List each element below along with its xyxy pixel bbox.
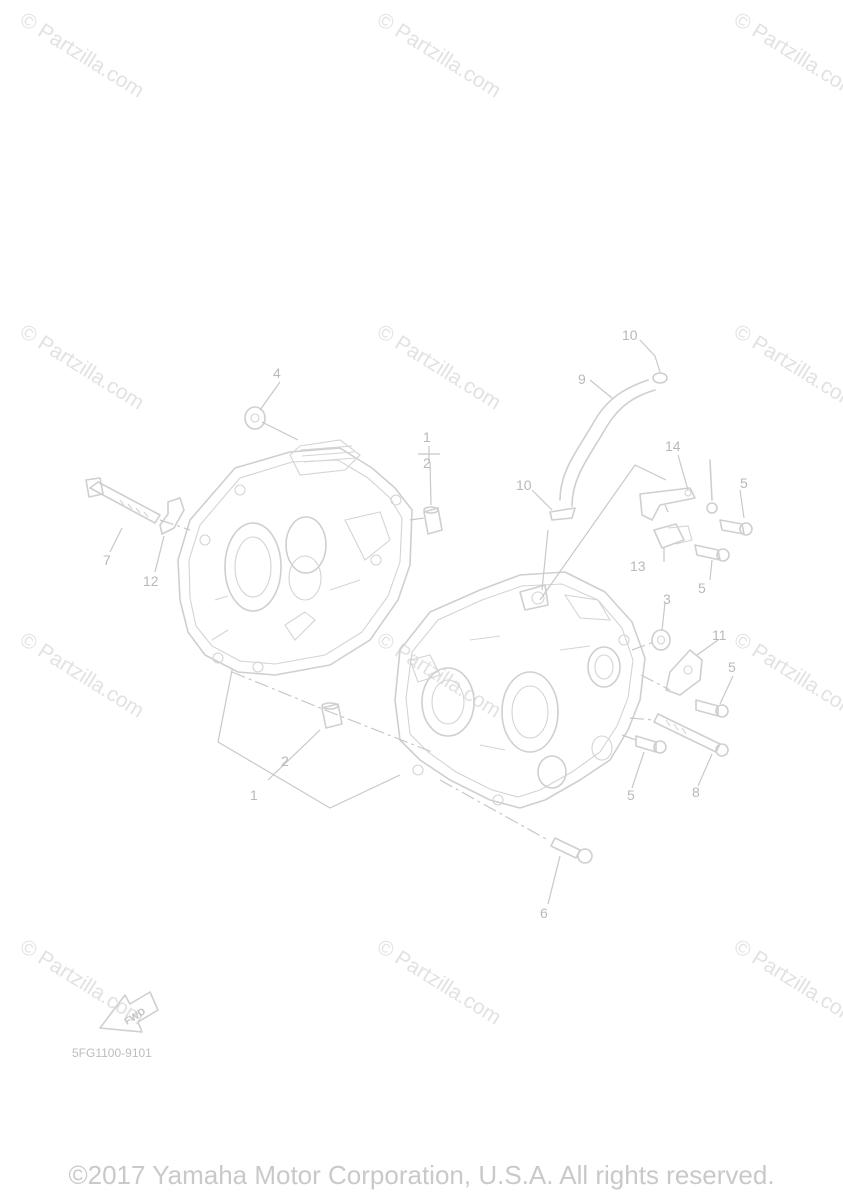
leader-lines <box>109 339 745 905</box>
breather-hose <box>559 379 656 507</box>
callout-10: 10 <box>622 327 638 343</box>
callout-7: 7 <box>103 552 111 568</box>
wire-lead <box>706 459 718 514</box>
bolt <box>719 519 753 536</box>
fwd-label: FWD <box>123 1006 148 1027</box>
callout-9: 9 <box>578 371 586 387</box>
hose-clip <box>549 507 576 521</box>
assembly-lines <box>159 517 671 841</box>
washer <box>244 406 266 430</box>
bolt <box>85 477 161 524</box>
hose-clip <box>652 372 668 384</box>
fwd-arrow-icon: FWD <box>99 991 159 1033</box>
callout-1: 1 <box>250 787 258 803</box>
part-code: 5FG1100-9101 <box>72 1046 152 1060</box>
callout-2: 2 <box>281 753 289 769</box>
callout-5: 5 <box>740 475 748 491</box>
plate <box>665 649 703 696</box>
washer <box>651 629 671 651</box>
callout-14: 14 <box>665 438 681 454</box>
callout-4: 4 <box>273 365 281 381</box>
callout-3: 3 <box>663 591 671 607</box>
callout-1: 1 <box>423 429 431 445</box>
bolt <box>550 837 593 864</box>
callout-8: 8 <box>692 784 700 800</box>
clamp <box>159 497 185 535</box>
callout-5: 5 <box>627 787 635 803</box>
callout-6: 6 <box>540 905 548 921</box>
bolt <box>635 735 667 754</box>
bolt <box>653 713 729 757</box>
dowel-pin <box>423 506 443 535</box>
left-crankcase <box>177 439 413 676</box>
callout-12: 12 <box>143 573 159 589</box>
copyright-notice: ©2017 Yamaha Motor Corporation, U.S.A. A… <box>68 1160 775 1190</box>
callout-2: 2 <box>423 455 431 471</box>
bolt <box>694 544 730 562</box>
callout-13: 13 <box>630 558 646 574</box>
callout-5: 5 <box>698 580 706 596</box>
clamp <box>653 523 693 549</box>
dowel-pin <box>321 702 343 729</box>
callout-11: 11 <box>712 627 727 643</box>
callout-5: 5 <box>728 659 736 675</box>
bolt <box>695 699 729 718</box>
right-crankcase <box>394 571 646 809</box>
bracket <box>639 487 696 521</box>
callout-10: 10 <box>516 477 532 493</box>
